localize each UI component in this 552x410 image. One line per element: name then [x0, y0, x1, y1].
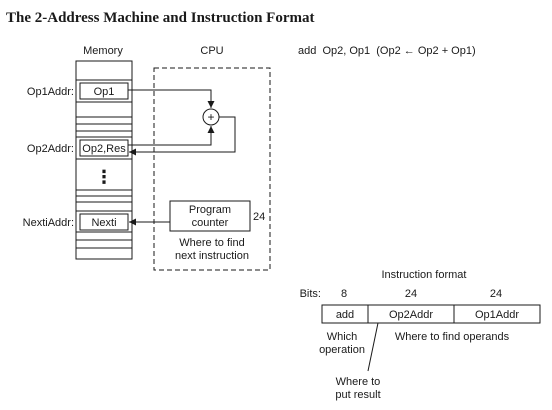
field-bits-opcode: 8: [341, 288, 347, 300]
address-label-nexti: NextiAddr:: [23, 217, 74, 229]
field-op1addr-label: Op1Addr: [475, 309, 519, 321]
adder-symbol: +: [207, 110, 214, 124]
format-title: Instruction format: [382, 269, 467, 281]
program-counter-bits: 24: [253, 211, 265, 223]
result-note-line1: Where to: [336, 376, 381, 388]
which-operation-line2: operation: [319, 344, 365, 356]
memory-cell-op2-res-label: Op2,Res: [82, 143, 126, 155]
result-note-line2: put result: [335, 389, 380, 401]
field-op1addr: [453, 304, 541, 324]
pc-note-line1: Where to find: [179, 237, 244, 249]
op2-to-adder-arrow: [128, 126, 215, 146]
memory-ellipsis: ⋮: [95, 167, 113, 187]
field-bits-op2addr: 24: [405, 288, 417, 300]
field-opcode-label: add: [336, 309, 354, 321]
cpu-label: CPU: [200, 45, 223, 57]
memory-cell-nexti-label: Nexti: [91, 217, 116, 229]
operands-note: Where to find operands: [395, 331, 510, 343]
address-label-op2: Op2Addr:: [27, 143, 74, 155]
field-bits-op1addr: 24: [490, 288, 502, 300]
pc-note-line2: next instruction: [175, 250, 249, 262]
memory-cell-op2-res: [79, 139, 129, 157]
result-to-op2-arrow: [129, 116, 236, 156]
op1-to-adder-arrow: [128, 89, 215, 108]
which-operation-line1: Which: [327, 331, 358, 343]
program-counter-box: [169, 200, 251, 232]
program-counter-label-line2: counter: [192, 217, 229, 229]
field-op2addr-label: Op2Addr: [389, 309, 433, 321]
bits-label: Bits:: [300, 288, 321, 300]
result-pointer-line: [367, 322, 379, 372]
memory-cell-op1: [79, 82, 129, 100]
program-counter-label-line1: Program: [189, 204, 231, 216]
instruction-text: add Op2, Op1 (Op2 ← Op2 + Op1): [298, 45, 476, 57]
cpu-boundary: [153, 67, 271, 271]
memory-cell-op1-label: Op1: [94, 86, 115, 98]
page-title: The 2-Address Machine and Instruction Fo…: [6, 10, 314, 26]
address-label-op1: Op1Addr:: [27, 86, 74, 98]
memory-cell-nexti: [79, 213, 129, 231]
memory-label: Memory: [83, 45, 123, 57]
